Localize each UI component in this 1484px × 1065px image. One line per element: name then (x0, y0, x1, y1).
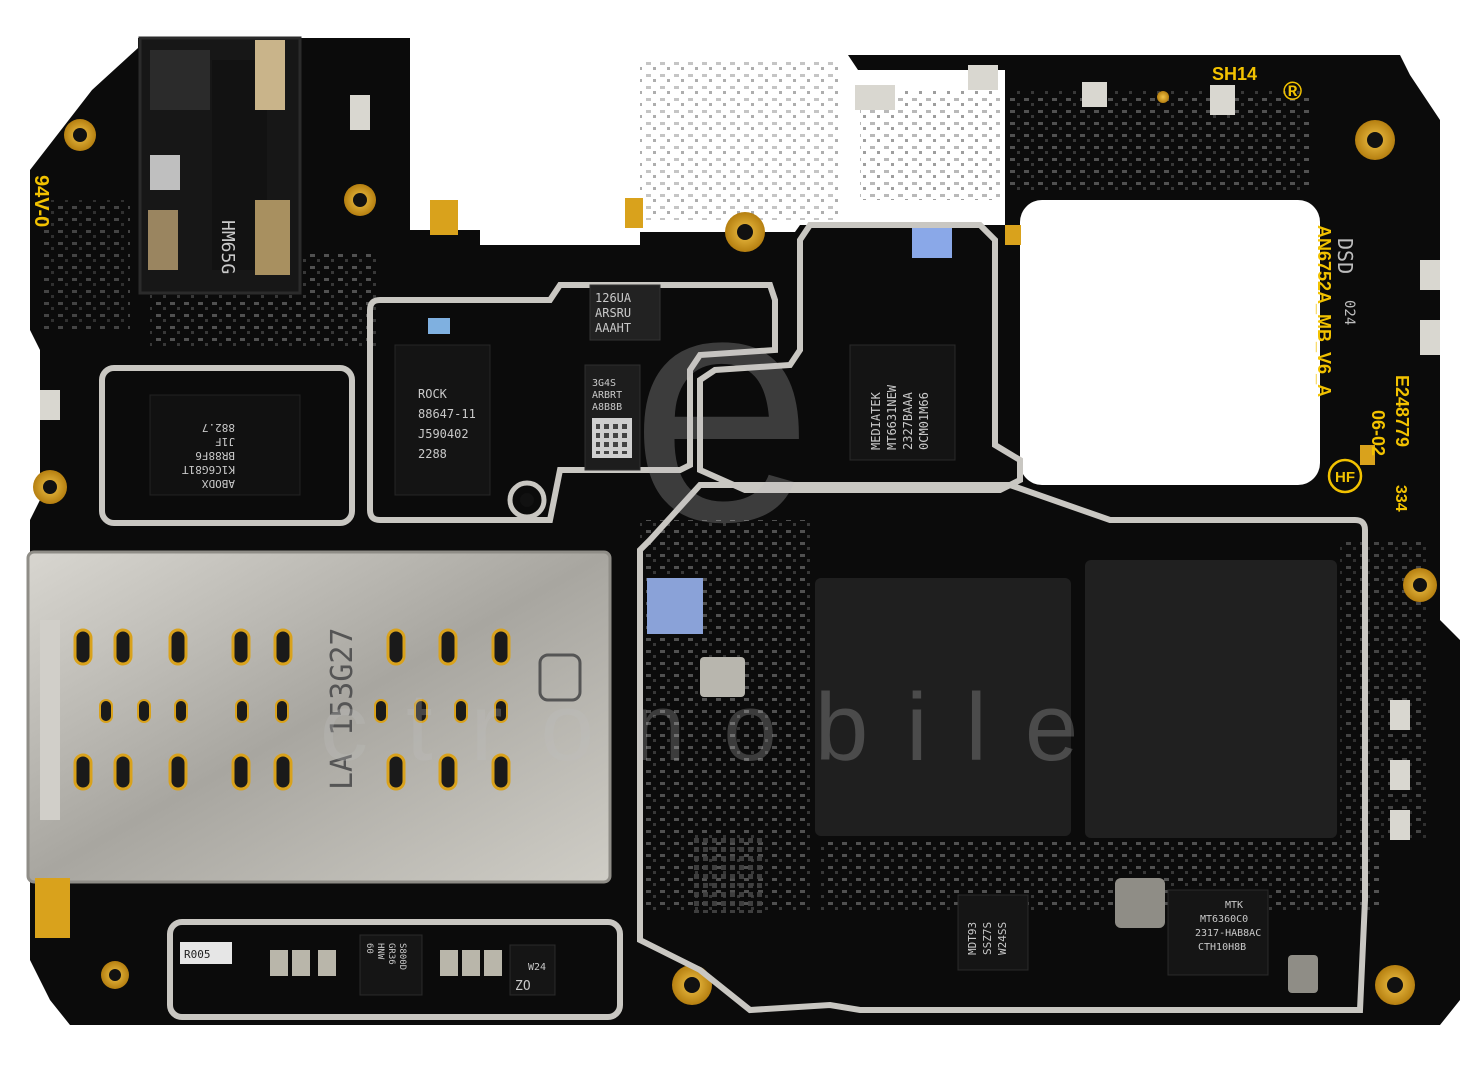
bga-chip (690, 838, 765, 913)
inductor (1115, 878, 1165, 928)
blue-chip (647, 578, 703, 634)
shield-id: SH14 (1212, 64, 1257, 84)
crystal-oscillator (700, 657, 745, 697)
svg-text:MTK MT6360C0 2317-: MTK MT6360C0 2317-HAB8AC CTH10H8B (1195, 900, 1267, 953)
svg-text:MDT93 SSZ7S W24SS: MDT93 SSZ7S W24SS (966, 915, 1009, 955)
sim-tray: LA 153G27 (26, 550, 612, 884)
serial-number: E248779 (1392, 375, 1412, 447)
lot-code: 024 (1341, 300, 1357, 325)
rock-chip: ROCK 88647-11 J590402 2288 (394, 318, 491, 496)
svg-text:e: e (630, 221, 814, 590)
memory-chip-left: ABODX K1C6G81T BR88F6 J1F 882.7 (149, 394, 301, 496)
mediatek-chip: MEDIATEK MT6631NEW 2327BAAA 0CM01M66 (849, 228, 956, 461)
svg-text:ctronobile: ctronobile (320, 674, 1116, 781)
camera-cutout (1020, 200, 1320, 485)
rating-mark: 94V-0 (30, 175, 52, 227)
processor-soc (815, 578, 1071, 836)
hf-badge: HF (1327, 458, 1363, 494)
svg-text:R005: R005 (184, 948, 211, 961)
edge-pads (35, 198, 1375, 938)
date-code: 06-02 (1368, 410, 1388, 456)
svg-text:ZO W24: ZO W24 (515, 962, 546, 994)
rev-mark: DSD (1333, 238, 1357, 274)
audio-jack-label: HM65G (217, 220, 238, 274)
registered-mark: ® (1283, 76, 1302, 106)
pmic-chip: MDT93 SSZ7S W24SS (957, 894, 1029, 971)
serial-tail: 334 (1392, 485, 1409, 512)
svg-text:HF: HF (1335, 469, 1355, 486)
svg-text:S800D GR36 HNW: S800D GR36 HNW 60 (364, 943, 407, 976)
svg-text:ROCK 88647-11 J590: ROCK 88647-11 J590402 2288 (418, 387, 483, 461)
shield-frames (99, 222, 1368, 1020)
mtk-chip: MTK MT6360C0 2317-HAB8AC CTH10H8B (1167, 889, 1269, 976)
processor-memory (1085, 560, 1337, 838)
board-name: AN6752A_MB_V6_A (1314, 225, 1334, 397)
svg-text:126UA ARSRU AAAHT: 126UA ARSRU AAAHT (595, 291, 638, 335)
bottom-chip: ZO W24 (509, 944, 556, 996)
watermark: e ctronobile (320, 221, 1116, 781)
rf-chip: S800D GR36 HNW 60 (359, 934, 423, 996)
svg-text:ABODX K1C6G81T BR8: ABODX K1C6G81T BR88F6 J1F 882.7 (175, 421, 235, 490)
audio-jack: HM65G (138, 36, 302, 295)
qr-chip: 3G4S ARBRT A8B8B (584, 364, 641, 471)
svg-text:3G4S ARBRT A8B8B: 3G4S ARBRT A8B8B (592, 378, 628, 413)
small-chip-126ua: 126UA ARSRU AAAHT (589, 284, 661, 341)
inductor-small (1288, 955, 1318, 993)
resistor-r005: R005 (180, 942, 232, 964)
svg-text:MEDIATEK MT6631NEW: MEDIATEK MT6631NEW 2327BAAA 0CM01M66 (869, 378, 931, 450)
sim-tray-label: LA 153G27 (325, 627, 360, 790)
